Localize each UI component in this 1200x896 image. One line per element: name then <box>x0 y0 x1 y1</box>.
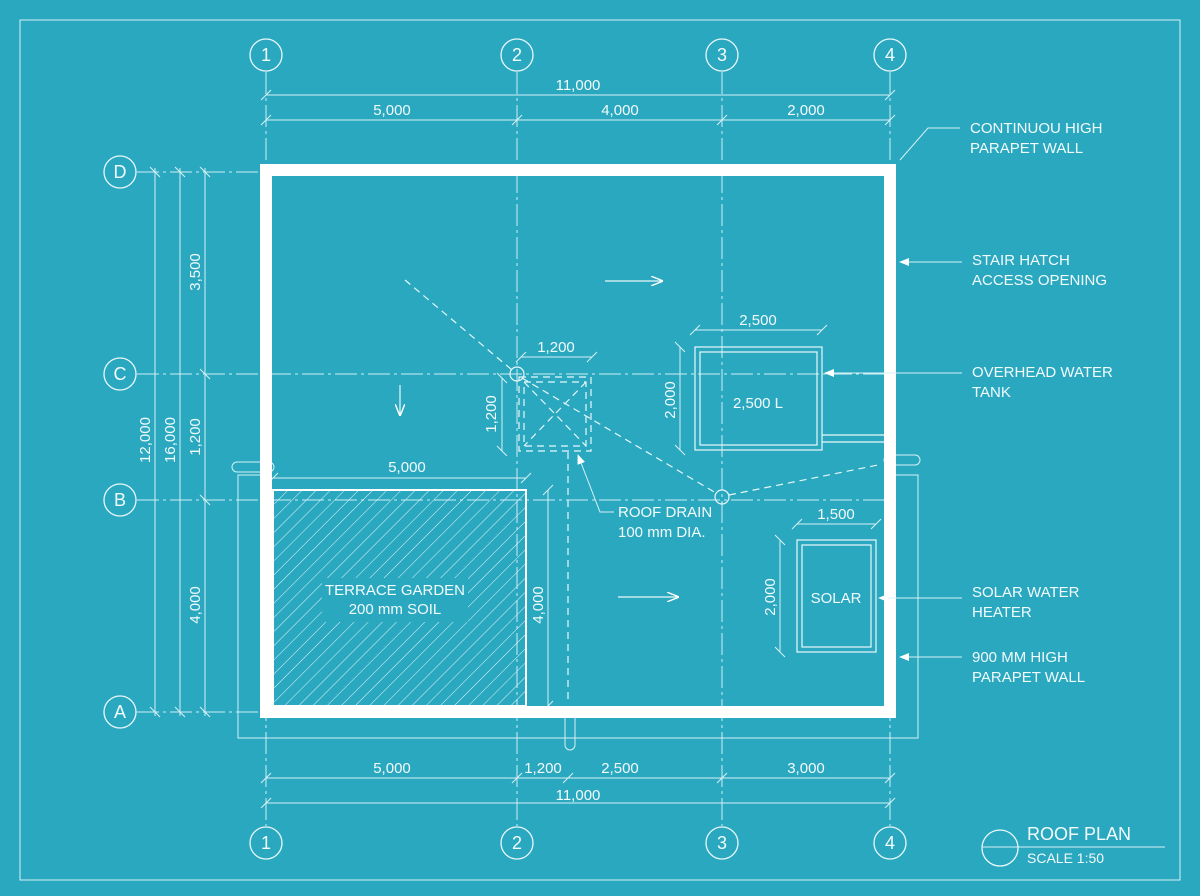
svg-text:OVERHEAD WATER: OVERHEAD WATER <box>972 364 1113 381</box>
svg-text:200 mm SOIL: 200 mm SOIL <box>349 601 442 618</box>
roof-drain-2 <box>714 489 730 505</box>
bottom-dimensions: 5,000 1,200 2,500 3,000 11,000 <box>260 760 896 809</box>
grid-bubble-row-d: D <box>103 155 137 189</box>
svg-text:4: 4 <box>885 45 895 65</box>
svg-text:2,500 L: 2,500 L <box>733 395 783 412</box>
grid-bubble-col-3-bottom: 3 <box>705 826 739 860</box>
svg-text:PARAPET WALL: PARAPET WALL <box>972 669 1085 686</box>
grid-bubble-col-1-bottom: 1 <box>249 826 283 860</box>
terrace-garden: TERRACE GARDEN 200 mm SOIL 5,000 4,000 <box>267 459 554 712</box>
stair-hatch: 1,200 1,200 <box>483 339 598 457</box>
overhead-water-tank: 2,500 L 2,500 2,000 <box>662 312 884 456</box>
grid-bubble-col-2-top: 2 <box>500 38 534 72</box>
roof-drain-1 <box>509 366 525 382</box>
svg-text:16,000: 16,000 <box>162 417 179 463</box>
svg-text:2,000: 2,000 <box>762 578 779 616</box>
callout-parapet-900: 900 MM HIGH PARAPET WALL <box>899 649 1085 686</box>
svg-text:TERRACE GARDEN: TERRACE GARDEN <box>325 582 465 599</box>
svg-text:5,000: 5,000 <box>388 459 426 476</box>
svg-text:11,000: 11,000 <box>556 787 601 804</box>
svg-text:TANK: TANK <box>972 384 1011 401</box>
svg-text:A: A <box>114 702 126 722</box>
svg-text:5,000: 5,000 <box>373 760 411 777</box>
parapet-wall <box>260 164 896 718</box>
top-dimensions: 11,000 5,000 4,000 2,000 <box>260 77 896 126</box>
svg-text:2,500: 2,500 <box>739 312 777 329</box>
drawing-title: ROOF PLAN <box>1027 824 1131 844</box>
svg-text:3: 3 <box>717 833 727 853</box>
svg-text:900 MM HIGH: 900 MM HIGH <box>972 649 1068 666</box>
svg-text:2,000: 2,000 <box>662 381 679 419</box>
svg-text:1,200: 1,200 <box>524 760 562 777</box>
svg-text:PARAPET WALL: PARAPET WALL <box>970 140 1083 157</box>
svg-text:1,200: 1,200 <box>187 418 204 456</box>
svg-text:2,500: 2,500 <box>601 760 639 777</box>
svg-text:4,000: 4,000 <box>530 586 547 624</box>
svg-text:SOLAR: SOLAR <box>811 590 862 607</box>
grid-bubble-col-2-bottom: 2 <box>500 826 534 860</box>
svg-text:4,000: 4,000 <box>601 102 639 119</box>
callout-stair-hatch: STAIR HATCH ACCESS OPENING <box>899 252 1107 289</box>
grid-bubble-col-1-top: 1 <box>249 38 283 72</box>
solar-water-heater: SOLAR 1,500 2,000 <box>762 506 882 658</box>
svg-text:CONTINUOU HIGH: CONTINUOU HIGH <box>970 120 1103 137</box>
callout-water-tank: OVERHEAD WATER TANK <box>824 364 1113 401</box>
svg-text:SOLAR WATER: SOLAR WATER <box>972 584 1080 601</box>
svg-text:100 mm DIA.: 100 mm DIA. <box>618 524 706 541</box>
callout-solar-heater: SOLAR WATER HEATER <box>878 584 1080 621</box>
svg-text:C: C <box>114 364 127 384</box>
svg-text:3,500: 3,500 <box>187 253 204 291</box>
svg-text:4: 4 <box>885 833 895 853</box>
grid-bubble-col-4-bottom: 4 <box>873 826 907 860</box>
grid-bubble-row-b: B <box>103 483 137 517</box>
grid-bubble-row-c: C <box>103 357 137 391</box>
svg-text:11,000: 11,000 <box>556 77 601 94</box>
svg-text:1,200: 1,200 <box>537 339 575 356</box>
svg-text:HEATER: HEATER <box>972 604 1032 621</box>
roof-drain-callout: ROOF DRAIN 100 mm DIA. <box>577 454 712 541</box>
svg-text:1: 1 <box>261 833 271 853</box>
title-symbol-icon <box>981 829 1019 867</box>
svg-text:3,000: 3,000 <box>787 760 825 777</box>
callout-parapet-high: CONTINUOU HIGH PARAPET WALL <box>899 120 1103 161</box>
left-dimensions: 12,000 16,000 3,500 1,200 4,000 <box>137 166 211 718</box>
svg-text:3: 3 <box>717 45 727 65</box>
svg-text:D: D <box>114 162 127 182</box>
drawing-scale: SCALE 1:50 <box>1027 850 1104 866</box>
grid-bubble-col-3-top: 3 <box>705 38 739 72</box>
svg-text:2: 2 <box>512 833 522 853</box>
svg-text:1: 1 <box>261 45 271 65</box>
svg-text:4,000: 4,000 <box>187 586 204 624</box>
svg-text:STAIR HATCH: STAIR HATCH <box>972 252 1070 269</box>
svg-text:2,000: 2,000 <box>787 102 825 119</box>
svg-text:2: 2 <box>512 45 522 65</box>
svg-text:1,200: 1,200 <box>483 395 500 433</box>
svg-text:12,000: 12,000 <box>137 417 154 463</box>
svg-text:ACCESS OPENING: ACCESS OPENING <box>972 272 1107 289</box>
svg-text:1,500: 1,500 <box>817 506 855 523</box>
svg-text:ROOF DRAIN: ROOF DRAIN <box>618 504 712 521</box>
grid-bubble-row-a: A <box>103 695 137 729</box>
title-block: ROOF PLAN SCALE 1:50 <box>981 824 1165 867</box>
drainage-lines <box>400 280 879 700</box>
grid-bubble-col-4-top: 4 <box>873 38 907 72</box>
scupper-left <box>231 461 275 473</box>
sheet-border <box>19 19 1181 881</box>
svg-text:5,000: 5,000 <box>373 102 411 119</box>
svg-text:B: B <box>114 490 126 510</box>
